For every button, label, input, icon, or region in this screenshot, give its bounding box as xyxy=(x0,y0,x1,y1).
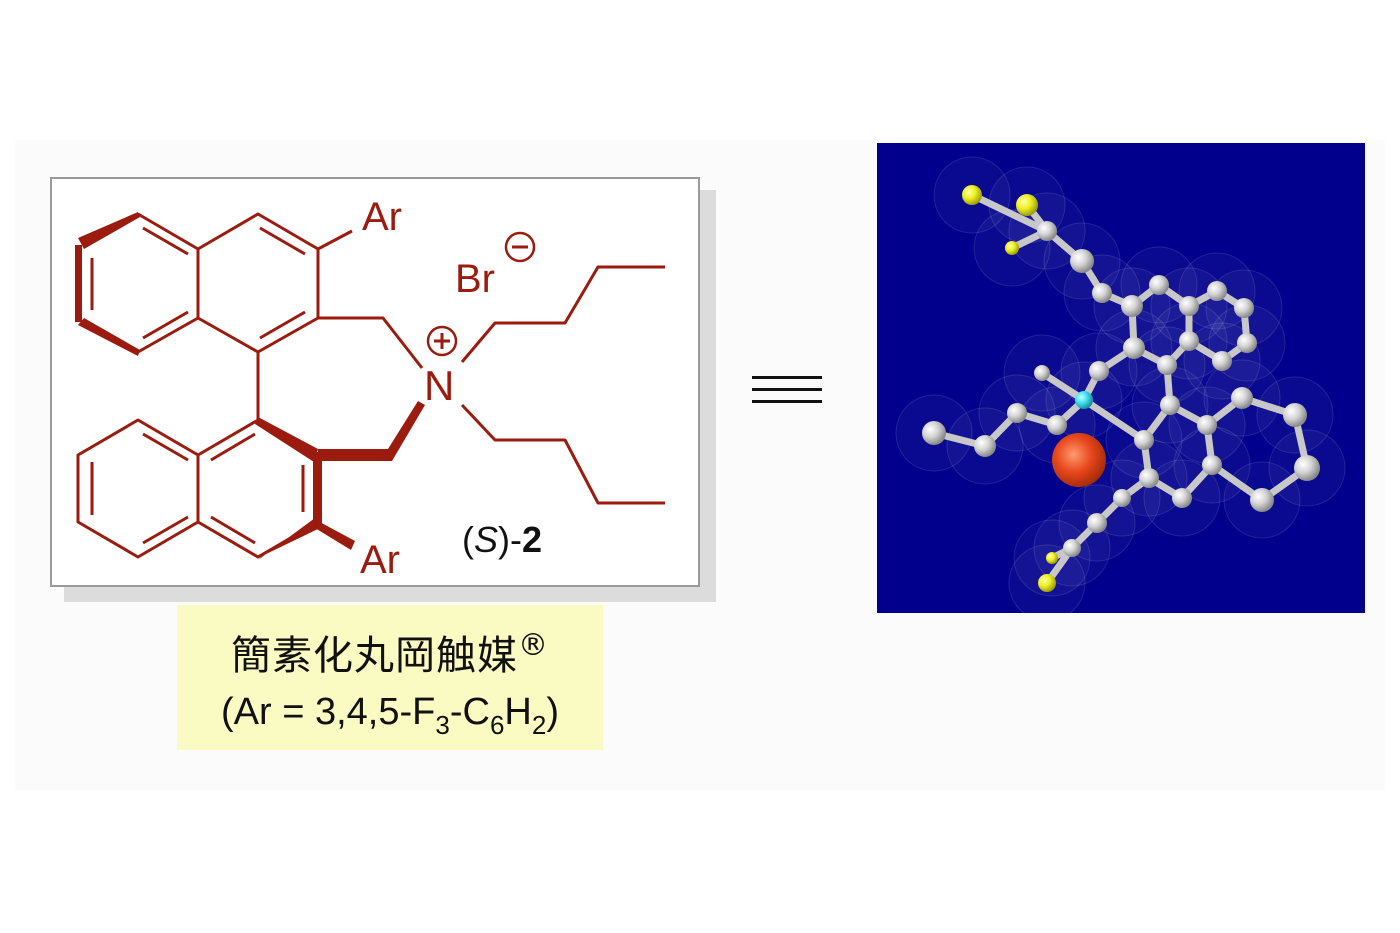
stereo-wedges xyxy=(75,212,425,560)
carbon-atom xyxy=(1179,296,1199,316)
fluorine-atom xyxy=(1005,241,1019,255)
bromide-atom xyxy=(1052,433,1106,487)
carbon-atom xyxy=(1207,281,1227,301)
carbon-atom xyxy=(1149,275,1169,295)
carbon-atom xyxy=(1047,415,1067,435)
carbon-atom xyxy=(1037,221,1057,241)
carbon-atom xyxy=(1197,415,1217,435)
equiv-line xyxy=(752,376,822,379)
fluorine-atom xyxy=(1038,574,1056,592)
catalyst-caption: 簡素化丸岡触媒® (Ar = 3,4,5-F3-C6H2) xyxy=(177,605,603,750)
nitrogen-label: N xyxy=(424,362,454,409)
carbon-atom xyxy=(1063,539,1081,557)
bond-path xyxy=(197,212,320,354)
compound-label: (S)-2 xyxy=(462,519,542,560)
ar-top-label: Ar xyxy=(362,195,402,239)
carbon-atom xyxy=(1092,283,1112,303)
minus-charge-icon xyxy=(504,231,536,263)
model-bond xyxy=(968,191,1051,235)
carbon-atom xyxy=(1123,337,1145,359)
carbon-atom xyxy=(1134,430,1154,450)
catalyst-name: 簡素化丸岡触媒® xyxy=(177,623,603,681)
carbon-atom xyxy=(1070,249,1094,273)
carbon-atom xyxy=(1160,395,1180,415)
ball-and-stick-model xyxy=(895,156,1346,613)
carbon-atom xyxy=(974,435,996,457)
carbon-atom xyxy=(1202,455,1222,475)
fluorine-atom xyxy=(962,185,982,205)
plus-charge-icon xyxy=(426,325,458,357)
vdw-halos xyxy=(895,156,1346,613)
structure-box xyxy=(50,177,700,587)
carbon-atom xyxy=(1179,331,1199,351)
nitrogen-atom xyxy=(1075,391,1093,409)
equiv-line xyxy=(752,388,822,391)
bromide-label: Br xyxy=(455,257,495,301)
ar-bottom-label: Ar xyxy=(360,538,400,582)
carbon-atom xyxy=(1087,513,1107,533)
carbon-atom xyxy=(1034,365,1050,381)
3d-molecular-model xyxy=(877,143,1365,613)
carbon-atom xyxy=(1007,403,1027,423)
model-bond xyxy=(1080,396,1148,444)
model-atoms xyxy=(922,185,1320,592)
carbon-atom xyxy=(1172,488,1192,508)
carbon-atom xyxy=(1139,468,1159,488)
carbon-atom xyxy=(1237,333,1257,353)
ar-definition: (Ar = 3,4,5-F3-C6H2) xyxy=(221,691,559,740)
carbon-atom xyxy=(1212,351,1232,371)
fluorine-atom xyxy=(1046,552,1058,564)
fluorine-atom xyxy=(1016,194,1038,216)
carbon-atom xyxy=(1250,488,1274,512)
carbon-atom xyxy=(1157,355,1177,375)
carbon-atom xyxy=(1294,455,1320,481)
carbon-atom xyxy=(1113,489,1131,507)
carbon-atom xyxy=(922,421,946,445)
carbon-atom xyxy=(1089,361,1109,381)
equiv-line xyxy=(752,400,822,403)
catalyst-name-text: 簡素化丸岡触媒 xyxy=(231,633,518,679)
bond-path xyxy=(137,212,200,354)
carbon-atom xyxy=(1121,295,1143,317)
carbon-atom xyxy=(1234,298,1254,318)
bonds xyxy=(76,212,665,559)
registered-mark: ® xyxy=(518,628,549,663)
carbon-atom xyxy=(1231,387,1253,409)
carbon-atom xyxy=(1283,403,1307,427)
